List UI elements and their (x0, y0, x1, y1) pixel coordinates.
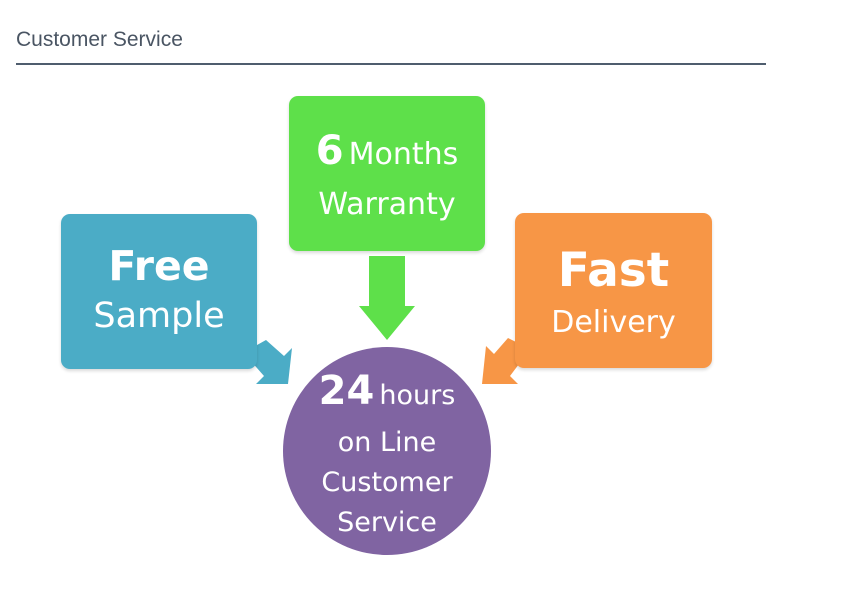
arrow-down-icon (359, 256, 415, 340)
warranty-label: Warranty (318, 187, 456, 222)
arrow-diagonal-left-icon (482, 338, 522, 384)
free-label: Free (108, 242, 210, 290)
warranty-months-label: Months (348, 137, 459, 172)
service-label: Service (337, 507, 437, 538)
hours-label: hours (379, 380, 456, 411)
warranty-number: 6 (315, 128, 344, 174)
section-title: Customer Service (16, 28, 183, 51)
customer-label: Customer (321, 467, 453, 498)
fast-delivery-box: Fast Delivery (515, 213, 712, 368)
arrow-diagonal-right-icon (250, 340, 292, 384)
fast-label: Fast (557, 243, 670, 298)
free-sample-box: Free Sample (61, 214, 257, 369)
warranty-box: 6 Months Warranty (289, 96, 485, 251)
sample-label: Sample (93, 296, 225, 336)
online-service-circle: 24 hours on Line Customer Service (283, 347, 491, 555)
delivery-label: Delivery (551, 305, 676, 340)
online-label: on Line (337, 427, 437, 458)
title-divider (16, 63, 766, 65)
hours-number: 24 (318, 368, 375, 414)
